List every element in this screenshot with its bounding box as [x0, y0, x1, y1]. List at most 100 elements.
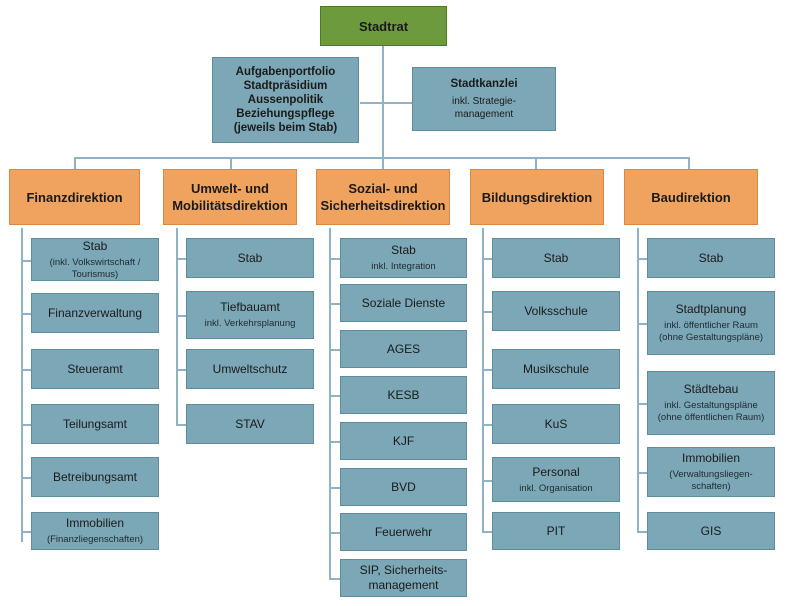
unit-subtitle: (inkl. Volkswirtschaft / Tourismus): [49, 256, 141, 280]
connector-unit-branch: [329, 303, 340, 305]
chancellery-sub: inkl. Strategie- management: [452, 96, 516, 120]
connector-environment-units: [176, 228, 178, 425]
unit-title: KJF: [392, 433, 415, 448]
department-box-bildungsdirektion: Bildungsdirektion: [470, 169, 604, 225]
unit-title: Städtebau: [683, 382, 739, 396]
connector-unit-branch: [637, 258, 647, 260]
unit-title: Soziale Dienste: [361, 295, 446, 310]
unit-title: Stab: [543, 250, 569, 265]
unit-title: Umweltschutz: [212, 361, 288, 376]
unit-subtitle: inkl. Verkehrsplanung: [204, 318, 296, 329]
unit-box: Immobilien (Verwaltungsliegen- schaften): [647, 447, 775, 497]
unit-title: Tiefbauamt: [220, 300, 280, 314]
department-box-umwelt-und: Umwelt- und Mobilitätsdirektion: [163, 169, 297, 225]
unit-title: PIT: [546, 523, 566, 538]
department-title: Umwelt- und Mobilitätsdirektion: [172, 181, 288, 213]
unit-title: Personal: [532, 464, 580, 479]
unit-title: STAV: [235, 416, 265, 431]
connector-education-units: [482, 228, 484, 532]
unit-subtitle: inkl. öffentlicher Raum (ohne Gestaltung…: [658, 320, 764, 343]
unit-title: Betreibungsamt: [52, 469, 138, 484]
presidium-line-2: Stadtpräsidium: [243, 80, 328, 92]
connector-unit-branch: [482, 480, 492, 482]
unit-box: Soziale Dienste: [340, 284, 467, 322]
connector-departments-horizontal: [74, 157, 688, 159]
unit-box: SIP, Sicherheits- management: [340, 559, 467, 597]
connector-unit-branch: [21, 369, 31, 371]
unit-box: Stab: [647, 238, 775, 278]
unit-box: Volksschule: [492, 291, 620, 331]
unit-box: Finanzverwaltung: [31, 293, 159, 333]
unit-title: Immobilien: [65, 516, 125, 530]
department-title: Baudirektion: [651, 189, 731, 205]
unit-title: KESB: [387, 387, 420, 402]
connector-unit-branch: [176, 315, 186, 317]
connector-finance-units: [21, 228, 23, 542]
unit-box: AGES: [340, 330, 467, 368]
unit-subtitle: inkl. Gestaltungspläne (ohne öffentliche…: [657, 400, 765, 423]
unit-box: Betreibungsamt: [31, 457, 159, 497]
connector-unit-branch: [176, 258, 186, 260]
unit-subtitle: (Finanzliegenschaften): [46, 534, 144, 545]
connector-unit-branch: [21, 313, 31, 315]
unit-box: Städtebau inkl. Gestaltungspläne (ohne öf…: [647, 371, 775, 435]
connector-dept-environment: [230, 157, 232, 169]
department-box-finanzdirektion: Finanzdirektion: [9, 169, 140, 225]
council-label: Stadtrat: [358, 18, 409, 34]
unit-box: Stab inkl. Integration: [340, 238, 467, 278]
connector-social-units: [329, 228, 331, 578]
unit-title: GIS: [700, 523, 722, 538]
connector-staff-horizontal: [360, 102, 412, 104]
unit-box: Tiefbauamt inkl. Verkehrsplanung: [186, 291, 314, 339]
presidium-line-4: Beziehungspflege: [236, 108, 335, 120]
connector-unit-branch: [482, 369, 492, 371]
connector-dept-education: [535, 157, 537, 169]
unit-subtitle: inkl. Integration: [371, 261, 436, 272]
connector-unit-branch: [21, 531, 31, 533]
unit-title: Immobilien: [681, 451, 741, 465]
connector-unit-branch: [329, 578, 340, 580]
unit-title: Musikschule: [522, 361, 590, 376]
presidium-line-5: (jeweils beim Stab): [233, 122, 338, 134]
connector-unit-branch: [176, 369, 186, 371]
unit-title: BVD: [391, 479, 416, 494]
department-title: Bildungsdirektion: [481, 189, 593, 205]
unit-box: KuS: [492, 404, 620, 444]
unit-box: Stab: [492, 238, 620, 278]
connector-dept-building: [688, 157, 690, 169]
connector-unit-branch: [482, 531, 492, 533]
unit-box: Teilungsamt: [31, 404, 159, 444]
unit-title: Teilungsamt: [62, 416, 128, 431]
unit-title: Stab: [698, 250, 724, 265]
connector-unit-branch: [329, 532, 340, 534]
unit-box: Musikschule: [492, 349, 620, 389]
connector-unit-branch: [329, 349, 340, 351]
unit-subtitle: inkl. Organisation: [519, 482, 593, 494]
connector-unit-branch: [21, 260, 31, 262]
unit-title: AGES: [386, 341, 421, 356]
unit-box: KESB: [340, 376, 467, 414]
unit-box: Stab: [186, 238, 314, 278]
connector-unit-branch: [482, 424, 492, 426]
unit-subtitle: (Verwaltungsliegen- schaften): [669, 469, 753, 492]
unit-title: Stab: [82, 238, 108, 253]
presidium-line-1: Aufgabenportfolio: [235, 66, 336, 78]
department-title: Sozial- und Sicherheitsdirektion: [320, 181, 446, 213]
presidium-line-3: Aussenpolitik: [247, 94, 324, 106]
connector-unit-branch: [329, 487, 340, 489]
unit-title: Stab: [391, 243, 416, 257]
unit-box: Feuerwehr: [340, 513, 467, 551]
department-box-sozial-und: Sozial- und Sicherheitsdirektion: [316, 169, 450, 225]
unit-box: GIS: [647, 512, 775, 550]
connector-unit-branch: [329, 441, 340, 443]
unit-title: SIP, Sicherheits- management: [359, 563, 448, 592]
unit-box: STAV: [186, 404, 314, 444]
unit-box: Umweltschutz: [186, 349, 314, 389]
unit-title: Volksschule: [524, 303, 588, 318]
connector-building-units: [637, 228, 639, 532]
connector-dept-social: [382, 157, 384, 169]
unit-box: Steueramt: [31, 349, 159, 389]
unit-title: Steueramt: [67, 361, 123, 376]
unit-title: KuS: [544, 416, 568, 431]
